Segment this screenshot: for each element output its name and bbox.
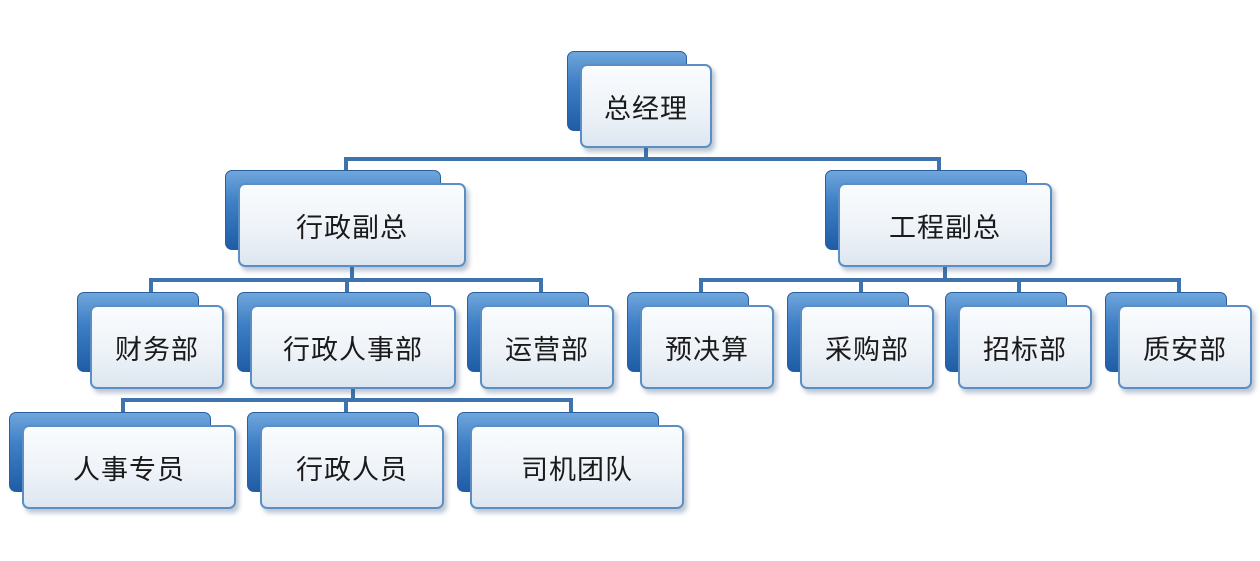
org-node-label: 工程副总 — [889, 212, 1001, 244]
org-node-hr-specialist: 人事专员 — [22, 425, 236, 509]
org-node-label: 招标部 — [983, 334, 1067, 366]
org-node-operations: 运营部 — [480, 305, 614, 389]
org-node-admin-vp: 行政副总 — [238, 183, 466, 267]
org-node-finance: 财务部 — [90, 305, 224, 389]
org-node-purchasing: 采购部 — [800, 305, 934, 389]
org-node-label: 质安部 — [1143, 334, 1227, 366]
org-node-label: 行政人事部 — [283, 334, 423, 366]
org-node-label: 运营部 — [505, 334, 589, 366]
org-node-label: 采购部 — [825, 334, 909, 366]
org-node-label: 行政人员 — [296, 454, 408, 486]
org-node-label: 行政副总 — [296, 212, 408, 244]
org-node-driver-team: 司机团队 — [470, 425, 684, 509]
org-node-hr-admin: 行政人事部 — [250, 305, 456, 389]
org-node-admin-staff: 行政人员 — [260, 425, 444, 509]
org-node-bidding: 招标部 — [958, 305, 1092, 389]
org-node-eng-vp: 工程副总 — [838, 183, 1052, 267]
org-node-label: 总经理 — [604, 93, 688, 125]
org-node-quality-safety: 质安部 — [1118, 305, 1252, 389]
org-node-label: 财务部 — [115, 334, 199, 366]
org-node-budget: 预决算 — [640, 305, 774, 389]
org-node-gm: 总经理 — [580, 64, 712, 148]
org-node-label: 司机团队 — [521, 454, 633, 486]
org-node-label: 人事专员 — [73, 454, 185, 486]
org-node-label: 预决算 — [665, 334, 749, 366]
